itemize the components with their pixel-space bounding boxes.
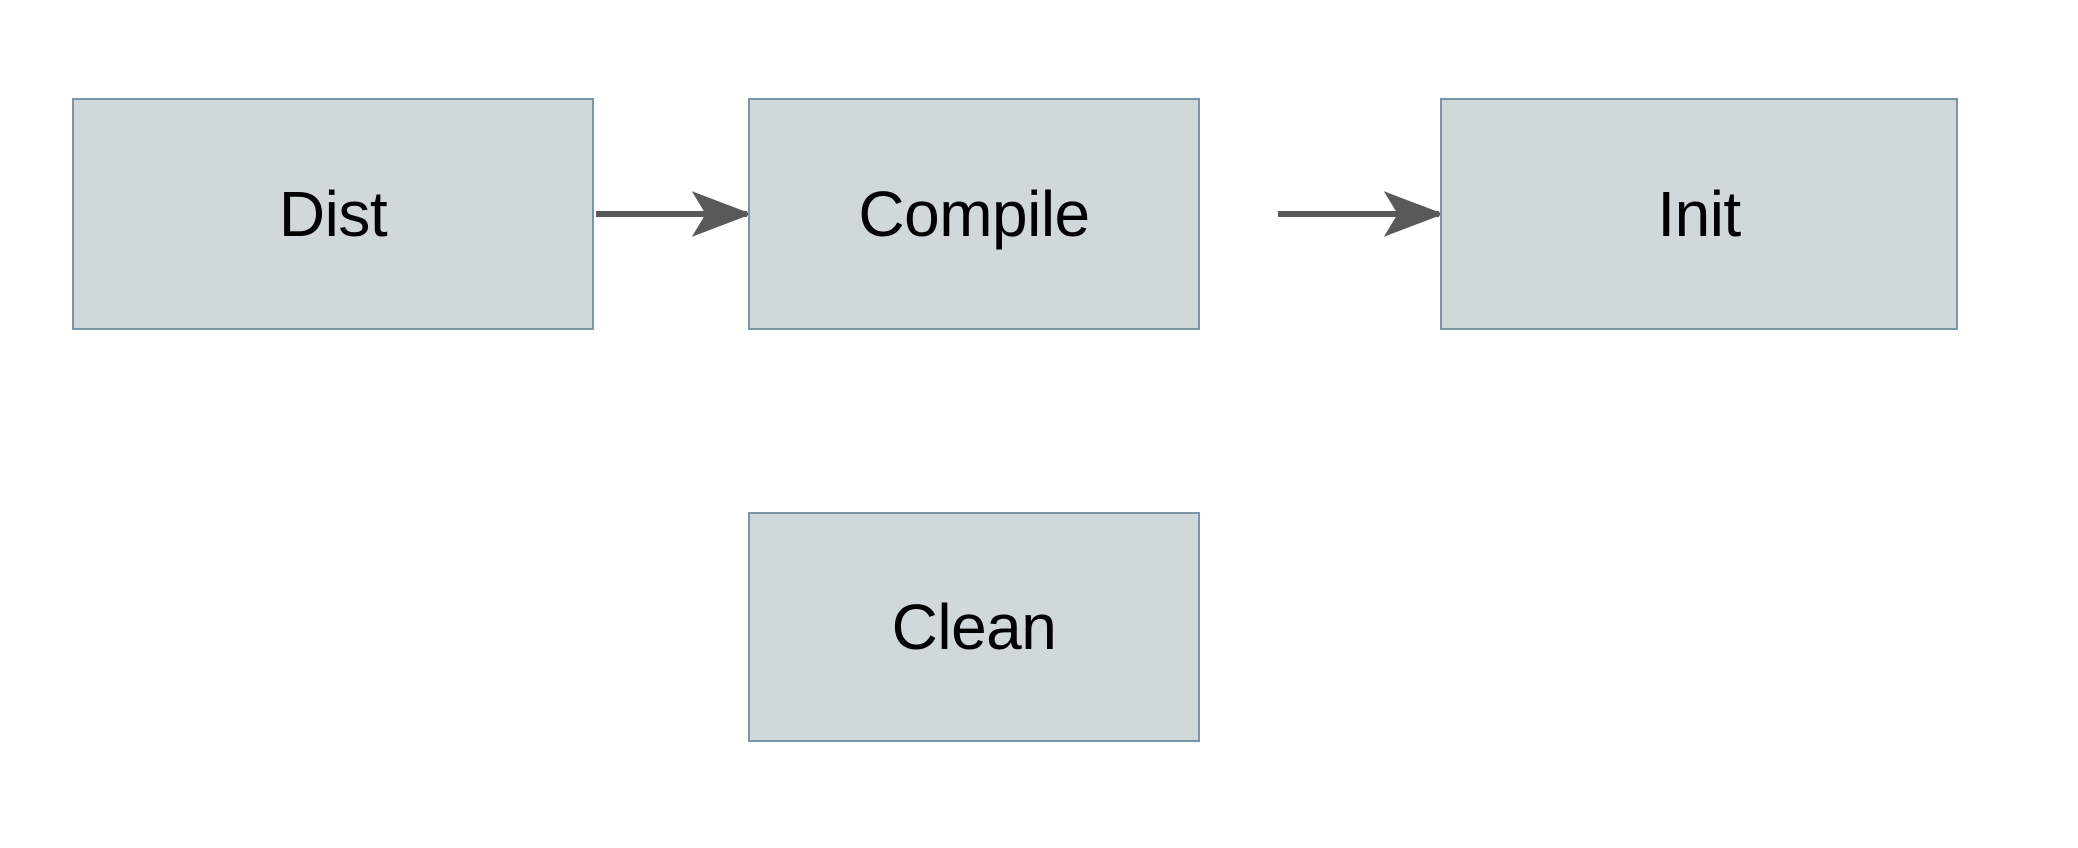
node-init[interactable]: Init	[1440, 98, 1958, 330]
node-label-compile: Compile	[858, 178, 1090, 250]
edge-hit-dist-to-compile[interactable]	[596, 194, 748, 234]
node-label-dist: Dist	[278, 178, 388, 250]
node-label-init: Init	[1657, 178, 1741, 250]
node-dist[interactable]: Dist	[72, 98, 594, 330]
edge-hit-compile-to-init[interactable]	[1278, 194, 1440, 234]
node-compile[interactable]: Compile	[748, 98, 1200, 330]
node-label-clean: Clean	[891, 591, 1057, 663]
node-clean[interactable]: Clean	[748, 512, 1200, 742]
